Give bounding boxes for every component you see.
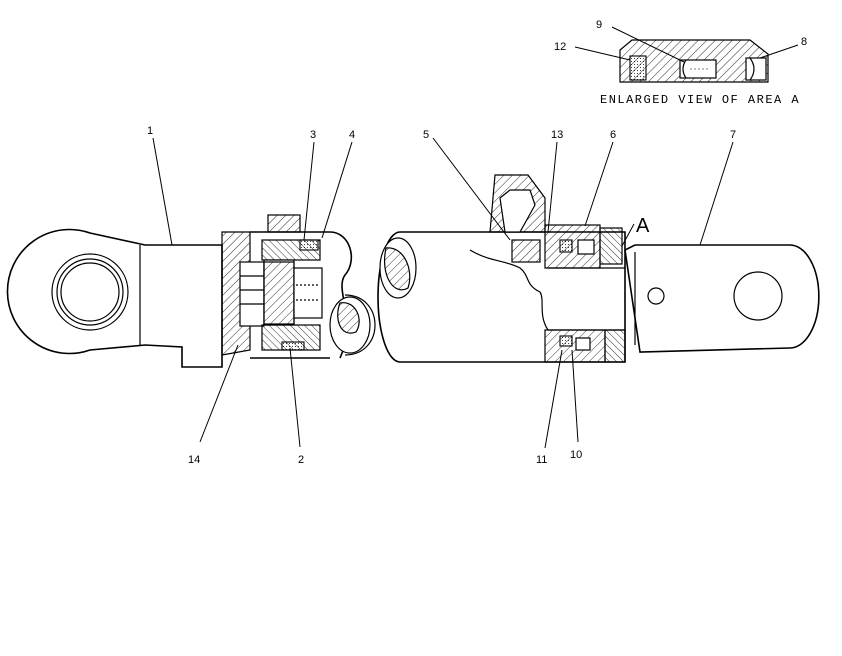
rod-grease-hole: [647, 287, 665, 305]
part-8-wiper: [745, 57, 767, 81]
barrel-section: [377, 231, 626, 363]
enlarged-view-caption: ENLARGED VIEW OF AREA A: [600, 93, 800, 107]
enlarged-view-area-a: ENLARGED VIEW OF AREA A: [574, 26, 800, 107]
callout-labels: 1 2 3 4 5 6 7 8 9 10 11 12 13 14: [147, 19, 807, 466]
callout-2: 2: [298, 454, 304, 466]
callout-4: 4: [349, 129, 355, 141]
leader-lines: [152, 137, 734, 449]
callout-8: 8: [801, 36, 807, 48]
rod-eye-outline: [624, 244, 820, 353]
rod-eye-bore: [733, 271, 783, 321]
callout-1: 1: [147, 125, 153, 137]
callout-9: 9: [596, 19, 602, 31]
head-eye-outline: [6, 228, 223, 368]
part-12-seal: [629, 55, 647, 81]
head-end-assembly: [6, 214, 376, 368]
callout-10: 10: [570, 449, 582, 461]
callout-14: 14: [188, 454, 200, 466]
callout-12: 12: [554, 41, 566, 53]
callout-13: 13: [551, 129, 563, 141]
area-a-marker: A: [636, 215, 650, 237]
callout-7: 7: [730, 129, 736, 141]
piston-core: [263, 261, 295, 325]
part-10-11-seals: [544, 329, 606, 363]
callout-3: 3: [310, 129, 316, 141]
callout-5: 5: [423, 129, 429, 141]
callout-11: 11: [536, 454, 547, 466]
port-block: [267, 214, 301, 233]
rod-end-assembly: A: [377, 174, 820, 363]
callout-6: 6: [610, 129, 616, 141]
